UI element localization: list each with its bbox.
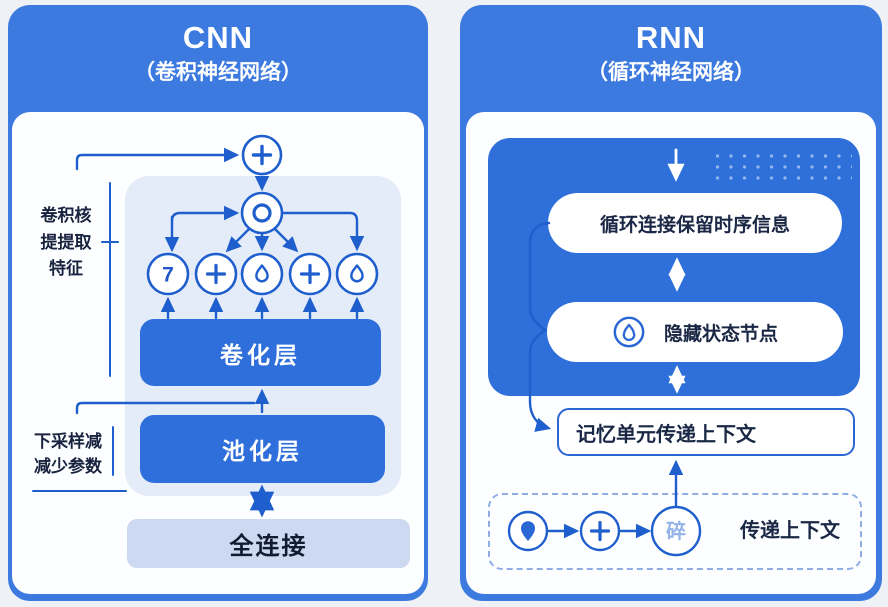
- cnn-subtitle: （卷积神经网络）: [134, 61, 302, 84]
- rnn-title: RNN: [635, 20, 707, 55]
- rnn-memory-box: 记忆单元传递上下文: [557, 408, 855, 456]
- rnn-recurrent-label: 循环连接保留时序信息: [599, 214, 790, 236]
- cnn-downsample-note: 下采样减 减少参数: [34, 432, 102, 476]
- cnn-pool-layer-label: 池化层: [222, 438, 303, 464]
- rnn-hidden-pill: 隐藏状态节点: [547, 302, 843, 362]
- rnn-context-label: 传递上下文: [740, 520, 840, 542]
- cnn-title: CNN: [182, 20, 254, 55]
- cnn-fc-box: 全连接: [127, 519, 410, 568]
- cnn-conv-layer-box: 卷化层: [140, 319, 381, 386]
- rnn-subtitle: （循环神经网络）: [587, 61, 755, 84]
- rnn-hidden-label: 隐藏状态节点: [663, 323, 778, 345]
- cnn-pool-layer-box: 池化层: [140, 415, 385, 483]
- ring-drop-icon: [613, 316, 645, 348]
- cnn-kernel-note: 卷积核 提提取 特征: [40, 206, 92, 278]
- cnn-header: CNN （卷积神经网络）: [8, 19, 428, 89]
- cnn-fc-label: 全连接: [229, 533, 308, 560]
- rnn-recurrent-pill: 循环连接保留时序信息: [548, 193, 842, 253]
- cnn-conv-layer-label: 卷化层: [220, 341, 301, 368]
- rnn-header: RNN （循环神经网络）: [460, 19, 882, 89]
- rnn-memory-label: 记忆单元传递上下文: [576, 423, 756, 446]
